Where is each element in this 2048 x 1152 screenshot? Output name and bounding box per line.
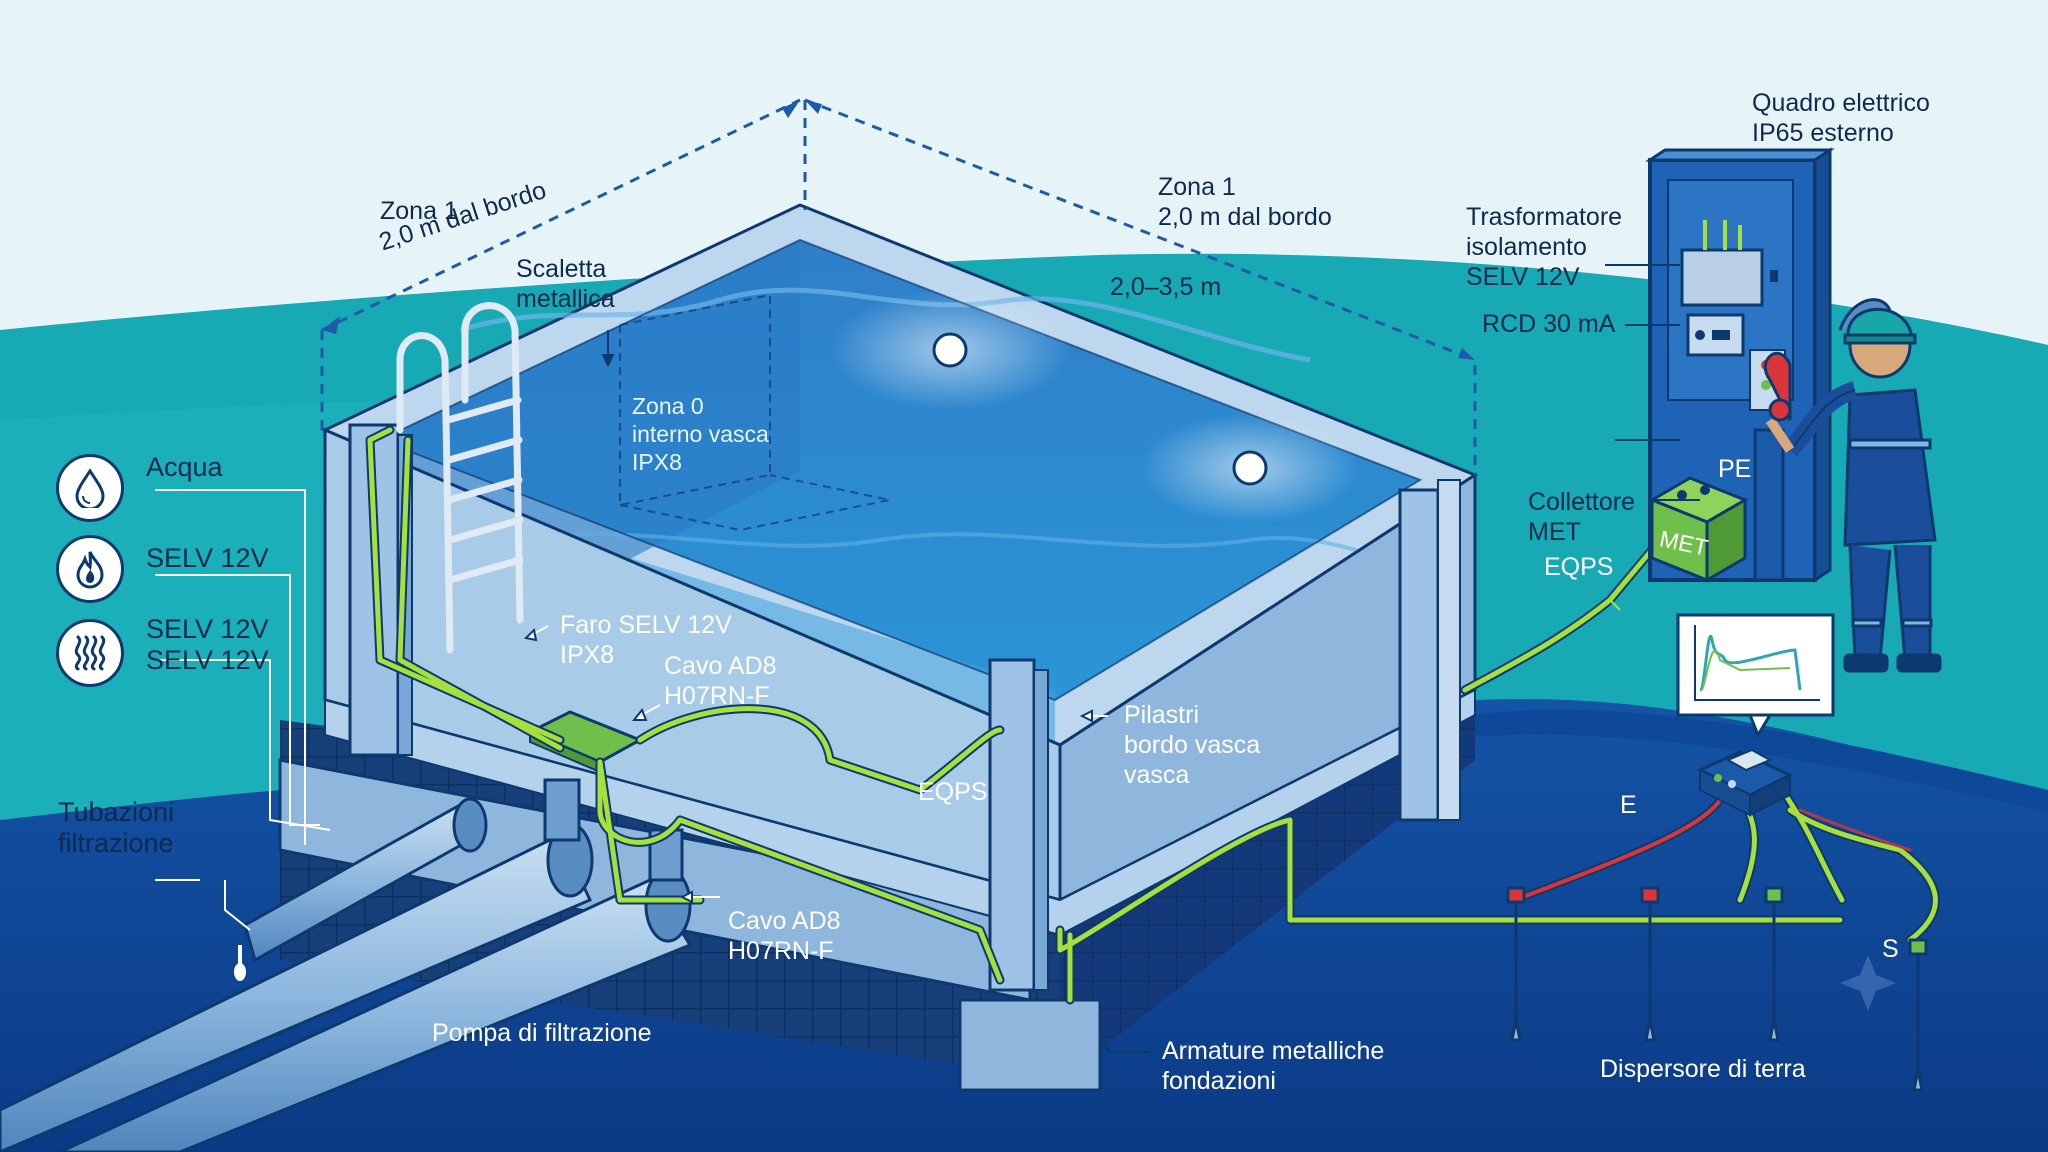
- zona0-box: [619, 293, 891, 532]
- metal-ladder: [396, 302, 524, 654]
- filtration-pipes: [0, 778, 693, 1152]
- label-depth: 2,0–3,5 m: [1110, 273, 1222, 301]
- flame-icon: [56, 535, 124, 603]
- water-drop-icon: [56, 454, 124, 522]
- legend-item-water: [56, 454, 124, 522]
- earth-tester: [1696, 748, 1794, 817]
- dimension-arrowheads: [322, 100, 1475, 360]
- dimension-lines: [320, 98, 1477, 475]
- pool-shell: [321, 203, 1479, 937]
- label-e: E: [1620, 791, 1637, 819]
- panel-post: [1753, 428, 1785, 582]
- met-box: [1648, 476, 1749, 583]
- technician: [1763, 298, 1942, 673]
- label-eqps-pool: EQPS: [918, 778, 988, 806]
- legend-item-heat: [56, 619, 124, 687]
- label-pointers: [523, 264, 1700, 1053]
- oscilloscope-callout: [1676, 613, 1835, 739]
- soil-ledge: [1440, 709, 2048, 812]
- legend-label-flame: SELV 12V: [146, 543, 269, 573]
- label-rcd: RCD 30 mA: [1482, 310, 1616, 338]
- legend-label-water: Acqua: [146, 452, 223, 482]
- label-eqps-met: EQPS: [1544, 553, 1614, 581]
- label-pe: PE: [1718, 455, 1752, 483]
- heat-waves-icon: [56, 619, 124, 687]
- label-dispersore: Dispersore di terra: [1600, 1055, 1806, 1083]
- legend-leader-lines: [155, 489, 331, 931]
- sparkle-icon: [1840, 955, 1896, 1011]
- pool-lights: [830, 290, 1360, 523]
- label-zona1-left: Zona 1: [380, 197, 458, 225]
- legend-item-flame: [56, 535, 124, 603]
- label-s: S: [1882, 935, 1899, 963]
- earth-electrodes: [1506, 886, 1928, 1092]
- label-pompa: Pompa di filtrazione: [432, 1019, 652, 1047]
